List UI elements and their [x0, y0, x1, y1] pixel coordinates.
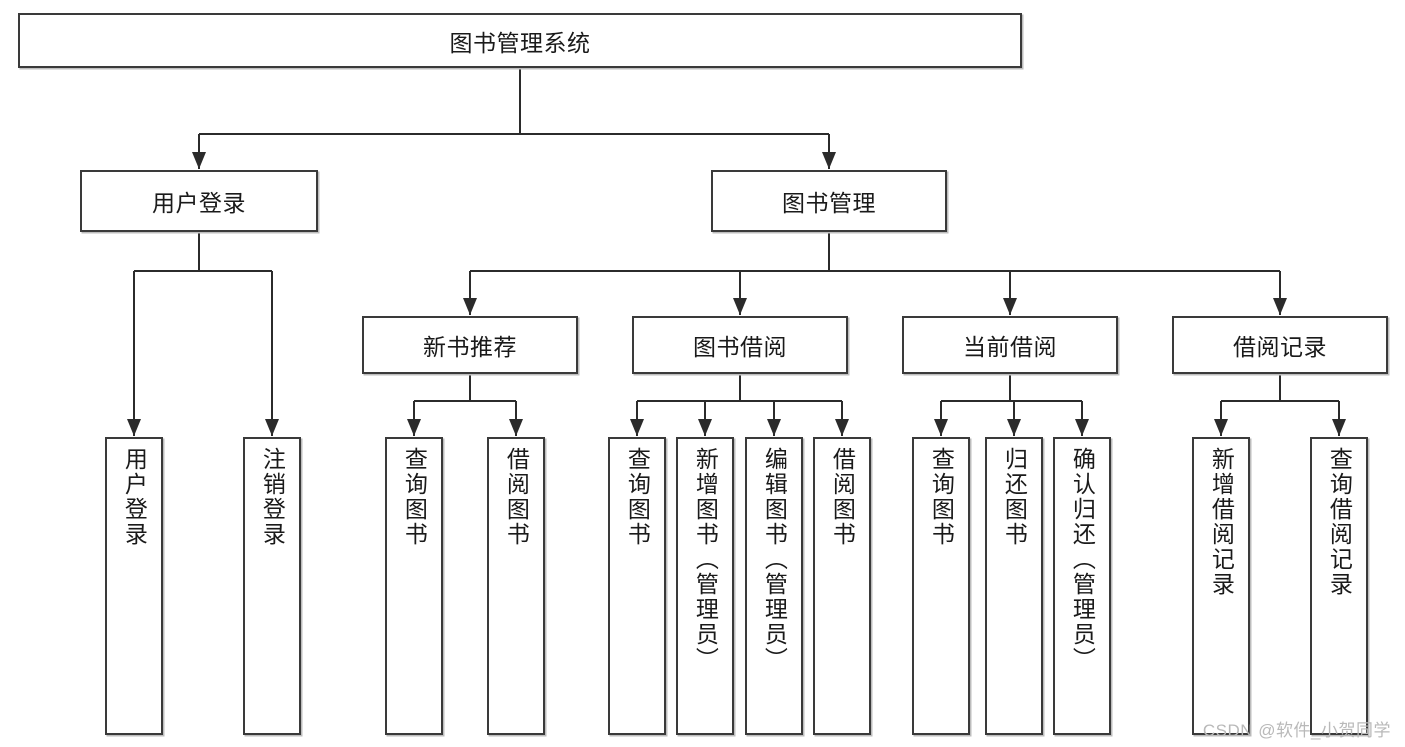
node-label: 借阅图书 — [503, 447, 530, 547]
node-current-borrow[interactable]: 当前借阅 — [902, 316, 1118, 374]
node-leaf-rec-borrow-book[interactable]: 借阅图书 — [487, 437, 545, 735]
node-label: 查询图书 — [401, 447, 428, 547]
node-label: 确认归还（管理员） — [1069, 447, 1096, 672]
node-label: 借阅记录 — [1233, 334, 1327, 360]
node-label: 借阅图书 — [829, 447, 856, 547]
node-borrow-record[interactable]: 借阅记录 — [1172, 316, 1388, 374]
node-label: 用户登录 — [152, 190, 246, 216]
node-label: 用户登录 — [121, 447, 148, 547]
node-label: 当前借阅 — [963, 334, 1057, 360]
node-leaf-borrow-borrow-book[interactable]: 借阅图书 — [813, 437, 871, 735]
node-leaf-rec-query-record[interactable]: 查询借阅记录 — [1310, 437, 1368, 735]
node-leaf-cur-query-book[interactable]: 查询图书 — [912, 437, 970, 735]
node-label: 图书管理 — [782, 190, 876, 216]
node-leaf-cur-confirm-return[interactable]: 确认归还（管理员） — [1053, 437, 1111, 735]
node-leaf-borrow-query-book[interactable]: 查询图书 — [608, 437, 666, 735]
node-leaf-user-logout[interactable]: 注销登录 — [243, 437, 301, 735]
node-leaf-user-login[interactable]: 用户登录 — [105, 437, 163, 735]
csdn-watermark: CSDN @软件_小贺同学 — [1202, 721, 1391, 740]
node-book-manage[interactable]: 图书管理 — [711, 170, 947, 232]
node-leaf-rec-add-record[interactable]: 新增借阅记录 — [1192, 437, 1250, 735]
node-label: 注销登录 — [259, 447, 286, 547]
node-book-borrow[interactable]: 图书借阅 — [632, 316, 848, 374]
node-label: 新增借阅记录 — [1208, 447, 1235, 597]
node-label: 查询图书 — [928, 447, 955, 547]
node-leaf-rec-query-book[interactable]: 查询图书 — [385, 437, 443, 735]
node-label: 查询借阅记录 — [1326, 447, 1353, 597]
node-label: 新书推荐 — [423, 334, 517, 360]
node-leaf-borrow-add-book[interactable]: 新增图书（管理员） — [676, 437, 734, 735]
node-new-book-recommend[interactable]: 新书推荐 — [362, 316, 578, 374]
node-leaf-cur-return-book[interactable]: 归还图书 — [985, 437, 1043, 735]
node-leaf-borrow-edit-book[interactable]: 编辑图书（管理员） — [745, 437, 803, 735]
node-user-login[interactable]: 用户登录 — [80, 170, 318, 232]
node-label: 查询图书 — [624, 447, 651, 547]
node-root[interactable]: 图书管理系统 — [18, 13, 1022, 68]
node-label: 新增图书（管理员） — [692, 447, 719, 672]
node-label: 编辑图书（管理员） — [761, 447, 788, 672]
node-label: 图书借阅 — [693, 334, 787, 360]
node-label: 归还图书 — [1001, 447, 1028, 547]
node-label: 图书管理系统 — [449, 29, 591, 56]
